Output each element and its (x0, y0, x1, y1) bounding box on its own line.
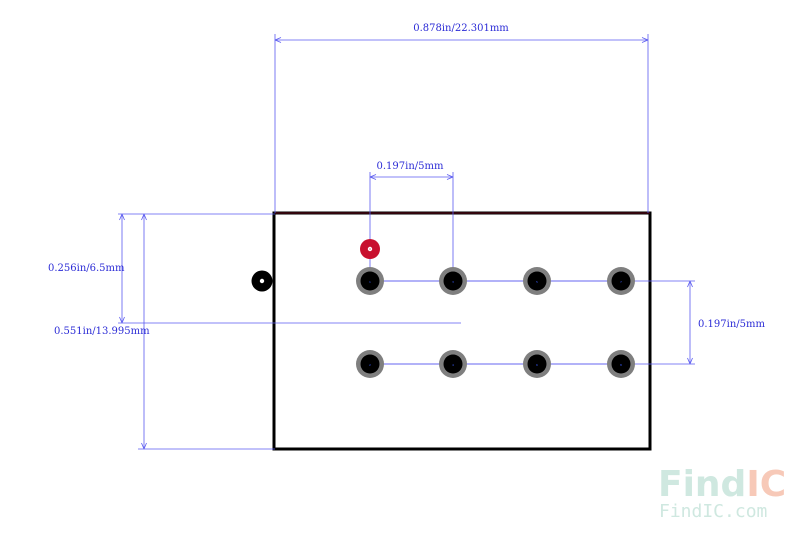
watermark-url: FindIC.com (659, 501, 767, 522)
dimension-pitch-horizontal (369, 172, 454, 281)
pad: 2 (356, 350, 384, 378)
dimension-overall-width (274, 34, 649, 213)
dimension-overall-height (138, 213, 275, 450)
origin-marker (251, 270, 273, 292)
svg-text:1: 1 (369, 280, 371, 284)
watermark-find: Find (658, 464, 746, 505)
pad: 8 (607, 350, 635, 378)
pad: 1 (356, 267, 384, 295)
component-outline (272, 211, 652, 451)
label-row-offset: 0.256in/6.5mm (48, 263, 125, 274)
pin-marker-pad: 0 (360, 239, 380, 259)
label-pitch-vertical: 0.197in/5mm (698, 319, 765, 330)
pad: 7 (607, 267, 635, 295)
label-overall-width: 0.878in/22.301mm (413, 23, 509, 34)
pad: 4 (439, 350, 467, 378)
label-overall-height: 0.551in/13.995mm (54, 326, 150, 337)
pad: 6 (523, 350, 551, 378)
svg-text:2: 2 (369, 363, 371, 367)
pad: 5 (523, 267, 551, 295)
svg-text:7: 7 (620, 280, 622, 284)
svg-text:3: 3 (452, 280, 454, 284)
dimension-row-offset (118, 213, 461, 324)
label-pitch-horizontal: 0.197in/5mm (377, 161, 444, 172)
svg-text:5: 5 (536, 280, 538, 284)
svg-text:0: 0 (369, 247, 371, 251)
svg-text:6: 6 (536, 363, 538, 367)
svg-text:8: 8 (620, 363, 622, 367)
pad: 3 (439, 267, 467, 295)
findic-watermark: FindIC FindIC.com (658, 464, 786, 522)
svg-text:4: 4 (452, 363, 454, 367)
watermark-ic: IC (746, 464, 786, 505)
svg-text:FindIC: FindIC (658, 464, 786, 505)
